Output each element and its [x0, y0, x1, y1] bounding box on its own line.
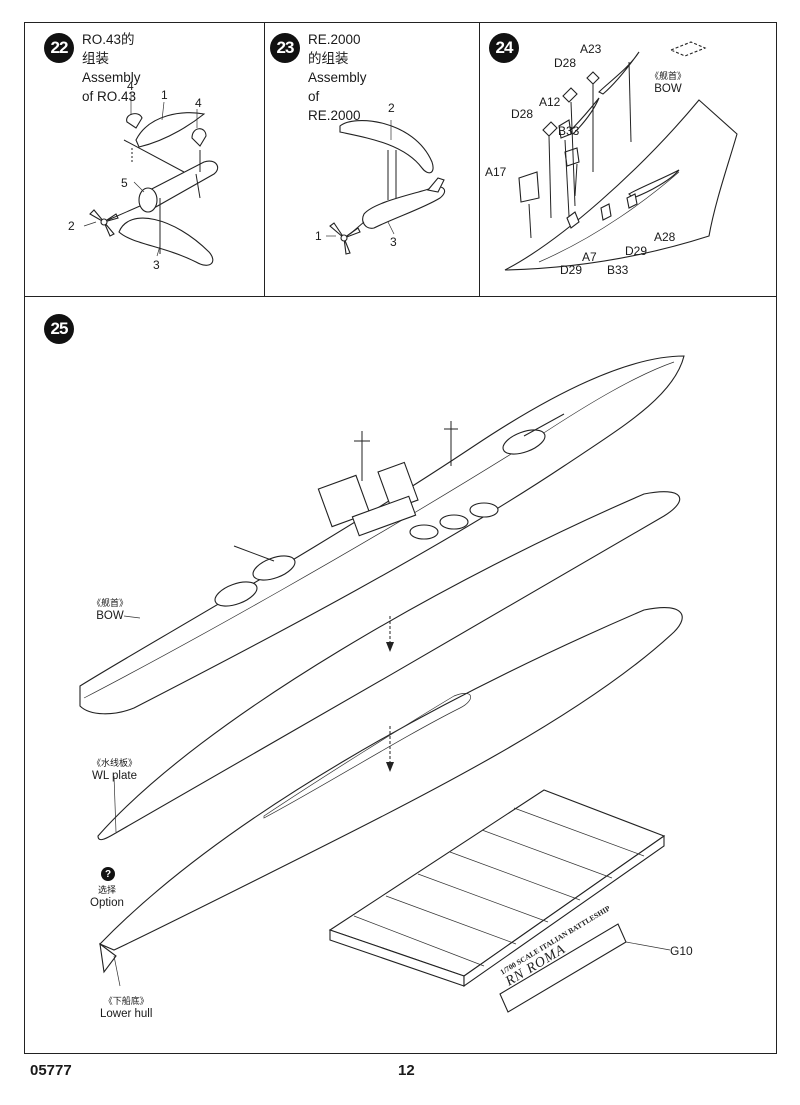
step-24-bow-en: BOW [654, 83, 682, 95]
step-24-label-a12: A12 [539, 95, 561, 109]
step-24-label-a7: A7 [582, 250, 597, 264]
option-question-icon: ? [101, 867, 115, 881]
step-22-label-part3: 3 [153, 258, 160, 272]
step-23-badge: 23 [270, 33, 300, 63]
step-24-badge: 24 [489, 33, 519, 63]
step-23-title: RE.2000的组装 Assembly of RE.2000 [308, 30, 367, 125]
step-22-title-cn: RO.43的组装 [82, 32, 135, 66]
lower-hull-cn: 《下船底》 [103, 996, 149, 1006]
step-22-label-part1: 1 [161, 88, 168, 102]
step-25-bow-cn: 《舰首》 [92, 598, 129, 608]
step-24-label-b33b: B33 [607, 263, 629, 277]
step-24-label-a17: A17 [485, 165, 507, 179]
ro43-seaplane-diagram [83, 92, 219, 266]
step-23-title-cn: RE.2000的组装 [308, 32, 361, 66]
step-25-badge: 25 [44, 314, 74, 344]
step-24-label-b33a: B33 [558, 124, 580, 138]
step-22-label-part2: 2 [68, 219, 75, 233]
product-code: 05777 [30, 1062, 72, 1079]
lower-hull-caption: 《下船底》 Lower hull [100, 995, 152, 1021]
option-en: Option [90, 897, 124, 909]
battleship-assembly-diagram [79, 355, 685, 1013]
step-23-title-en: Assembly of RE.2000 [308, 70, 367, 123]
panel-frame-25 [24, 296, 777, 1054]
step-24-bow-cn: 《舰首》 [650, 71, 687, 81]
step-24-label-d28b: D28 [511, 107, 534, 121]
page-number: 12 [398, 1062, 415, 1079]
lower-hull-en: Lower hull [100, 1008, 153, 1020]
step-24-label-d28a: D28 [554, 56, 577, 70]
step-25-bow-en: BOW [96, 610, 124, 622]
step-24-label-d29a: D29 [560, 263, 583, 277]
option-caption: 选择 Option [90, 884, 124, 910]
step-24-bow-caption: 《舰首》 BOW [650, 70, 686, 96]
wl-plate-cn: 《水线板》 [92, 758, 138, 768]
stand-part-label: G10 [670, 944, 693, 958]
option-cn: 选择 [97, 885, 116, 895]
step-23-label-part2: 2 [388, 101, 395, 115]
step-24-label-d29b: D29 [625, 244, 648, 258]
step-23-label-part1: 1 [315, 229, 322, 243]
step-24-label-a23: A23 [580, 42, 602, 56]
wl-plate-en: WL plate [92, 770, 137, 782]
step-22-title: RO.43的组装 Assembly of RO.43 [82, 30, 141, 106]
wl-plate-caption: 《水线板》 WL plate [92, 757, 137, 783]
step-25-bow-caption: 《舰首》 BOW [92, 597, 128, 623]
re2000-fighter-diagram [326, 120, 446, 255]
stern-catapult-diagram [504, 41, 738, 271]
step-22-badge: 22 [44, 33, 74, 63]
step-22-label-part5: 5 [121, 176, 128, 190]
step-22-label-part4b: 4 [195, 96, 202, 110]
step-24-label-a28: A28 [654, 230, 676, 244]
step-22-label-part4a: 4 [127, 79, 134, 93]
step-23-label-part3: 3 [390, 235, 397, 249]
step-22-title-en: Assembly of RO.43 [82, 70, 141, 104]
